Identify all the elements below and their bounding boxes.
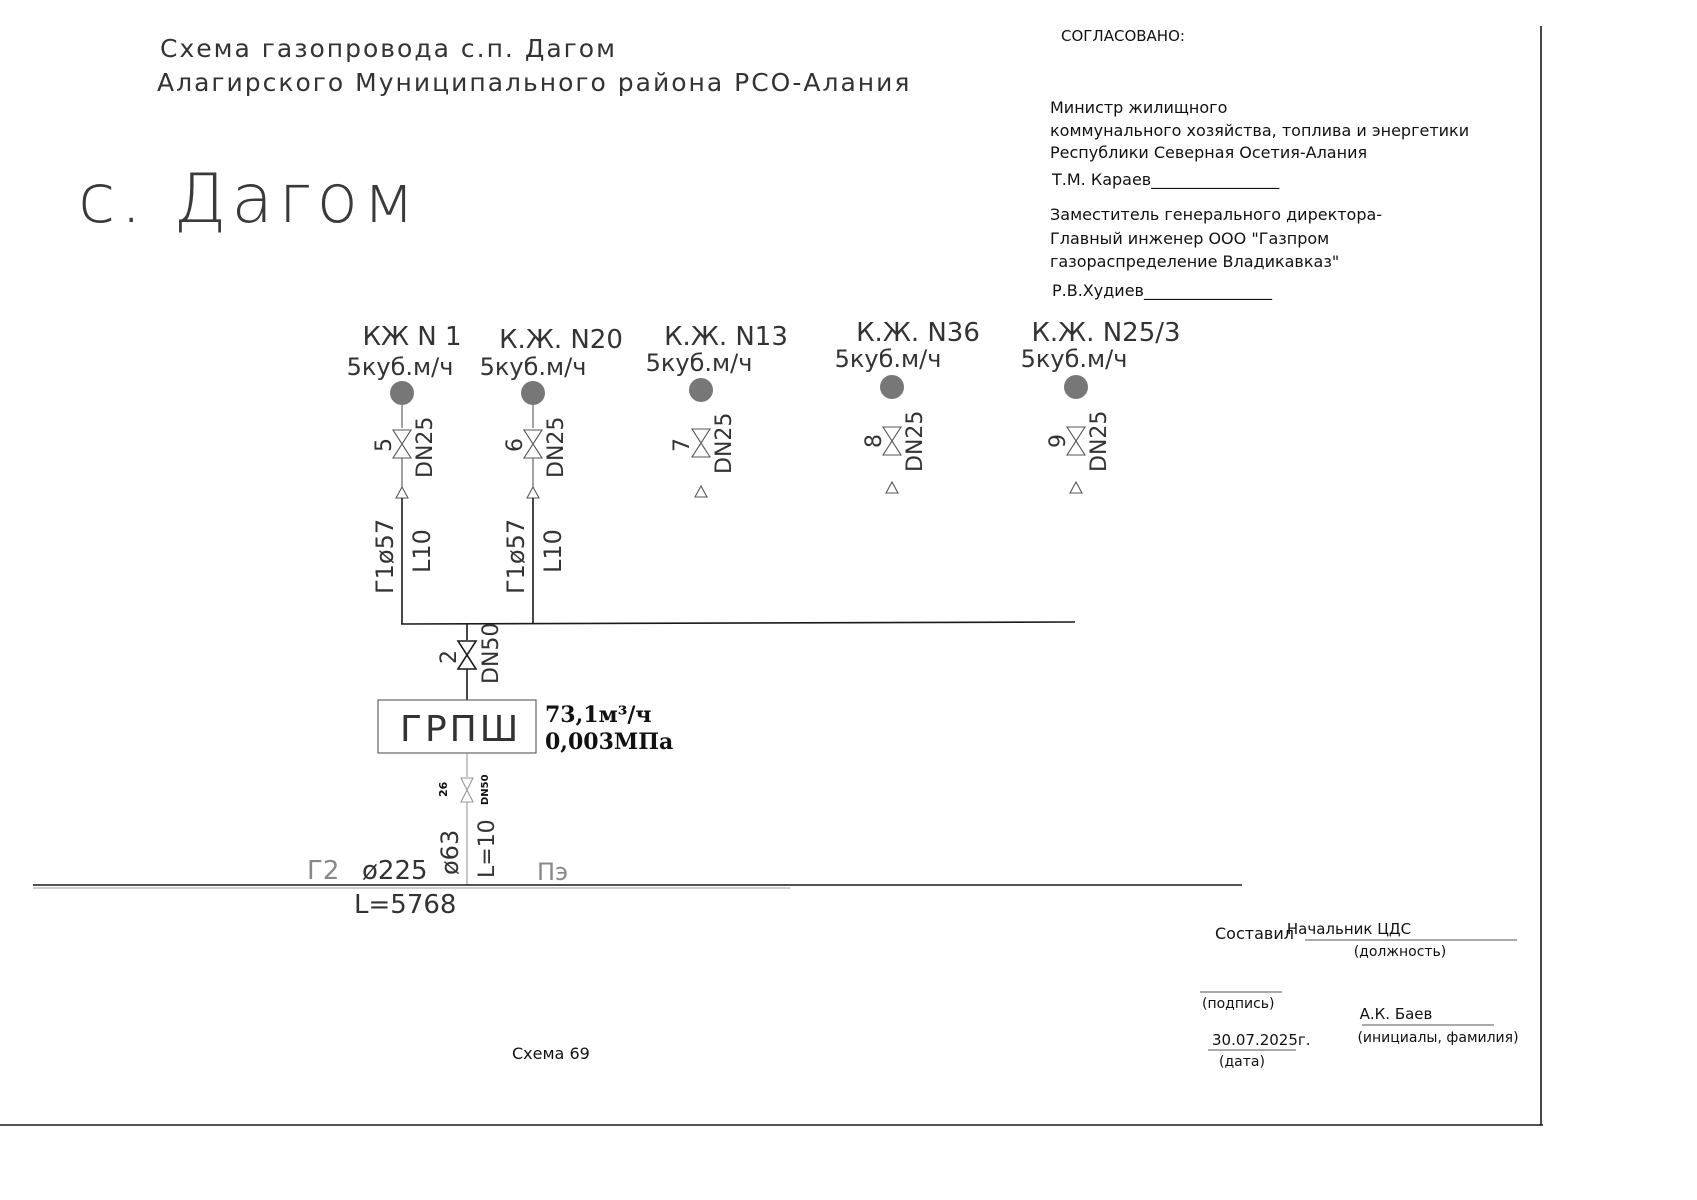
- main-valve-number: 2: [437, 650, 462, 664]
- valve-number: 6: [503, 438, 528, 452]
- branch-pipe-length: L10: [539, 529, 567, 573]
- compiled-name: А.К. Баев: [1360, 1005, 1433, 1023]
- consumer-node: [1064, 375, 1088, 399]
- valve-icon: [1065, 426, 1087, 456]
- scheme-number: Схема 69: [512, 1044, 590, 1063]
- consumer-kzh-25-3: К.Ж. N25/3 5куб.м/ч 9 DN25: [1021, 318, 1181, 494]
- grpsh-station-box: [377, 699, 537, 754]
- valve-dn: DN25: [1087, 411, 1112, 472]
- valve-icon: [522, 429, 544, 459]
- compiled-label: Составил: [1215, 924, 1294, 943]
- consumer-name: К.Ж. N13: [664, 322, 788, 352]
- inlet-valve-number: 26: [437, 781, 450, 797]
- reducer-icon: [694, 484, 708, 498]
- valve-number: 7: [670, 438, 695, 452]
- valve-icon: [690, 428, 712, 458]
- consumer-name: КЖ N 1: [363, 322, 462, 352]
- main-valve-icon: [456, 640, 478, 670]
- compiled-position: Начальник ЦДС: [1287, 920, 1411, 938]
- valve-dn: DN25: [712, 413, 737, 474]
- reducer-icon: [395, 485, 409, 499]
- deputy-line-1: Заместитель генерального директора-: [1050, 205, 1382, 224]
- distribution-header-pipe: [400, 621, 1076, 625]
- consumer-flow: 5куб.м/ч: [835, 345, 942, 373]
- main-pipe-diameter: ø225: [362, 856, 428, 886]
- consumer-flow: 5куб.м/ч: [646, 349, 753, 377]
- valve-dn: DN25: [903, 411, 928, 472]
- station-pressure: 0,003МПа: [545, 729, 673, 755]
- compiled-date: 30.07.2025г.: [1212, 1031, 1311, 1049]
- minister-line-1: Министр жилищного: [1050, 98, 1227, 117]
- consumer-flow: 5куб.м/ч: [480, 353, 587, 381]
- village-name: с. Дагом: [78, 160, 419, 239]
- main-pipe-type-label: Г2: [307, 856, 339, 886]
- reducer-icon: [526, 485, 540, 499]
- consumer-node: [689, 378, 713, 402]
- valve-icon: [881, 426, 903, 456]
- consumer-flow: 5куб.м/ч: [1021, 345, 1128, 373]
- title-line-1: Схема газопровода с.п. Дагом: [160, 34, 617, 63]
- inlet-valve-dn: DN50: [480, 774, 491, 805]
- date-caption: (дата): [1219, 1054, 1265, 1070]
- consumer-node: [390, 381, 414, 405]
- valve-number: 5: [372, 438, 397, 452]
- branch-pipe-diameter: Г1ø57: [502, 519, 530, 594]
- name-caption: (инициалы, фамилия): [1357, 1030, 1518, 1046]
- valve-number: 8: [862, 434, 887, 448]
- title-line-2: Алагирского Муниципального района РСО-Ал…: [157, 68, 911, 97]
- consumer-flow: 5куб.м/ч: [347, 353, 454, 381]
- inlet-valve-icon: [460, 777, 474, 803]
- valve-icon: [391, 429, 413, 459]
- approval-heading: СОГЛАСОВАНО:: [1061, 27, 1185, 45]
- branch-pipe-diameter: Г1ø57: [371, 519, 399, 594]
- consumer-name: К.Ж. N36: [856, 318, 980, 348]
- valve-dn: DN25: [413, 417, 438, 478]
- valve-dn: DN25: [544, 417, 569, 478]
- branch-pipe-length: L10: [408, 529, 436, 573]
- station-flow: 73,1м³/ч: [545, 702, 651, 728]
- minister-signature: Т.М. Караев________________: [1051, 170, 1280, 190]
- main-valve-dn: DN50: [479, 623, 504, 684]
- inlet-pipe-length: L=10: [475, 819, 500, 878]
- consumer-kzh-36: К.Ж. N36 5куб.м/ч 8 DN25: [835, 318, 980, 494]
- deputy-signature: Р.В.Худиев________________: [1052, 281, 1273, 301]
- main-pipe-material-label: Пэ: [537, 858, 568, 886]
- consumer-kzh-20: К.Ж. N20 5куб.м/ч 6 DN25 Г1ø57 L10: [480, 325, 623, 624]
- consumer-node: [521, 381, 545, 405]
- consumer-name: К.Ж. N20: [499, 325, 623, 355]
- consumer-node: [880, 375, 904, 399]
- minister-line-2: коммунального хозяйства, топлива и энерг…: [1050, 121, 1469, 140]
- consumer-name: К.Ж. N25/3: [1031, 318, 1180, 348]
- reducer-icon: [885, 480, 899, 494]
- grpsh-label: ГРПШ: [400, 709, 521, 750]
- reducer-icon: [1069, 480, 1083, 494]
- deputy-line-3: газораспределение Владикавказ": [1050, 252, 1339, 271]
- valve-number: 9: [1046, 434, 1071, 448]
- consumer-kzh-13: К.Ж. N13 5куб.м/ч 7 DN25: [646, 322, 788, 498]
- position-caption: (должность): [1354, 944, 1447, 960]
- signature-caption: (подпись): [1202, 996, 1275, 1012]
- minister-line-3: Республики Северная Осетия-Алания: [1050, 143, 1367, 162]
- consumer-kzh-1: КЖ N 1 5куб.м/ч 5 DN25 Г1ø57 L10: [347, 322, 462, 624]
- main-pipe-length: L=5768: [354, 890, 456, 920]
- inlet-pipe-diameter: ø63: [436, 830, 464, 875]
- deputy-line-2: Главный инженер ООО "Газпром: [1050, 229, 1329, 248]
